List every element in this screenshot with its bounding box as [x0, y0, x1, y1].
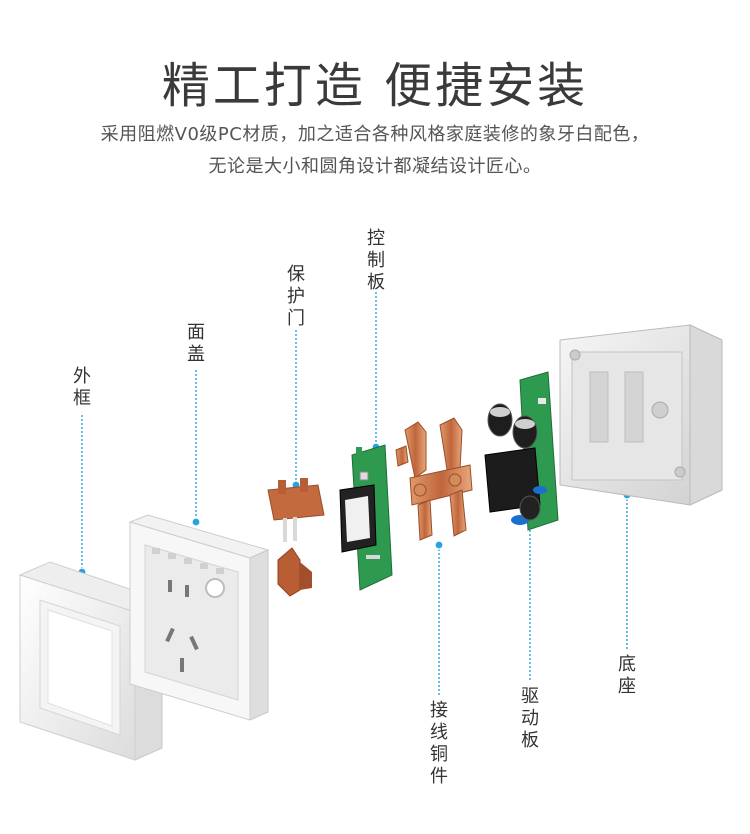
subtitle-line-2: 无论是大小和圆角设计都凝结设计匠心。	[208, 156, 542, 177]
label-outer-frame: 外框	[73, 366, 91, 409]
page-title: 精工打造 便捷安装	[161, 58, 589, 114]
wiring-copper-part	[395, 417, 473, 541]
label-control-board: 控制板	[367, 228, 385, 293]
protective-door-part	[267, 478, 325, 597]
driver-board-part	[484, 371, 559, 531]
subtitle-line-1: 采用阻燃V0级PC材质，加之适合各种风格家庭装修的象牙白配色，	[100, 124, 650, 145]
face-cover-part	[128, 514, 270, 721]
label-protective-door: 保护门	[287, 264, 305, 329]
base-part	[559, 324, 723, 506]
label-wiring-copper: 接线铜件	[430, 700, 448, 787]
label-driver-board: 驱动板	[521, 686, 539, 751]
control-board-part	[339, 444, 393, 591]
label-face-cover: 面盖	[187, 322, 205, 365]
label-base: 底座	[618, 654, 636, 697]
outer-frame-part	[18, 561, 164, 761]
